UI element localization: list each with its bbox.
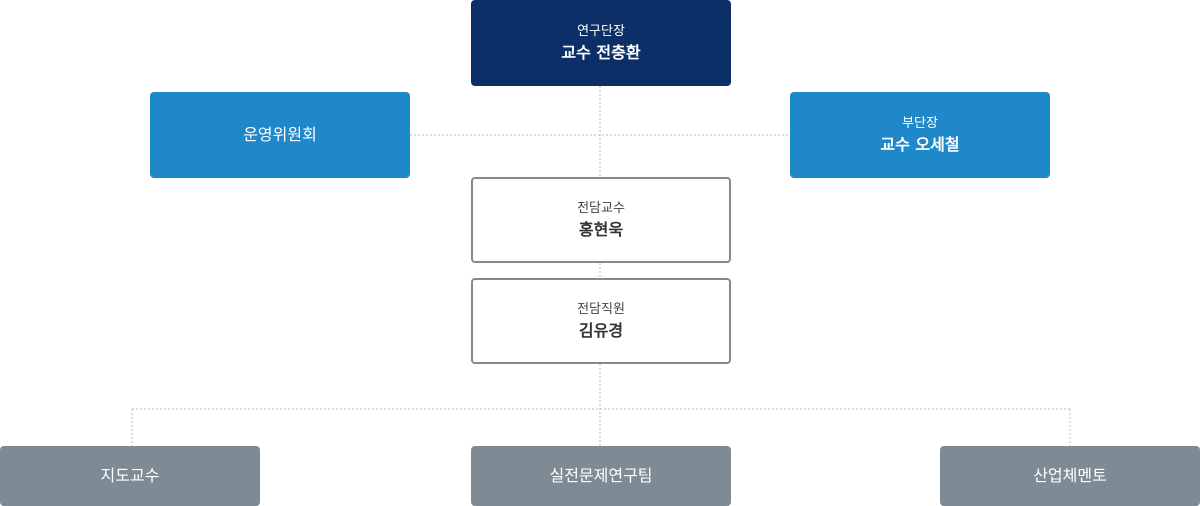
- professor-name: 홍현욱: [578, 219, 624, 239]
- team-label: 산업체멘토: [1033, 466, 1107, 485]
- deputy-role: 부단장: [902, 115, 938, 131]
- dedicated-professor-box: 전담교수 홍현욱: [471, 177, 731, 263]
- team-practical-research-box: 실전문제연구팀: [471, 446, 731, 506]
- staff-role: 전담직원: [577, 301, 625, 317]
- team-advising-professor-box: 지도교수: [0, 446, 260, 506]
- team-label: 실전문제연구팀: [549, 466, 653, 485]
- director-box: 연구단장 교수 전충환: [471, 0, 731, 86]
- deputy-name: 교수 오세철: [880, 134, 960, 154]
- committee-label: 운영위원회: [243, 125, 317, 144]
- director-name: 교수 전충환: [561, 42, 641, 62]
- staff-name: 김유경: [578, 320, 624, 340]
- committee-box: 운영위원회: [150, 92, 410, 178]
- dedicated-staff-box: 전담직원 김유경: [471, 278, 731, 364]
- director-role: 연구단장: [577, 23, 625, 39]
- professor-role: 전담교수: [577, 200, 625, 216]
- team-industry-mentor-box: 산업체멘토: [940, 446, 1200, 506]
- deputy-box: 부단장 교수 오세철: [790, 92, 1050, 178]
- team-label: 지도교수: [100, 466, 160, 485]
